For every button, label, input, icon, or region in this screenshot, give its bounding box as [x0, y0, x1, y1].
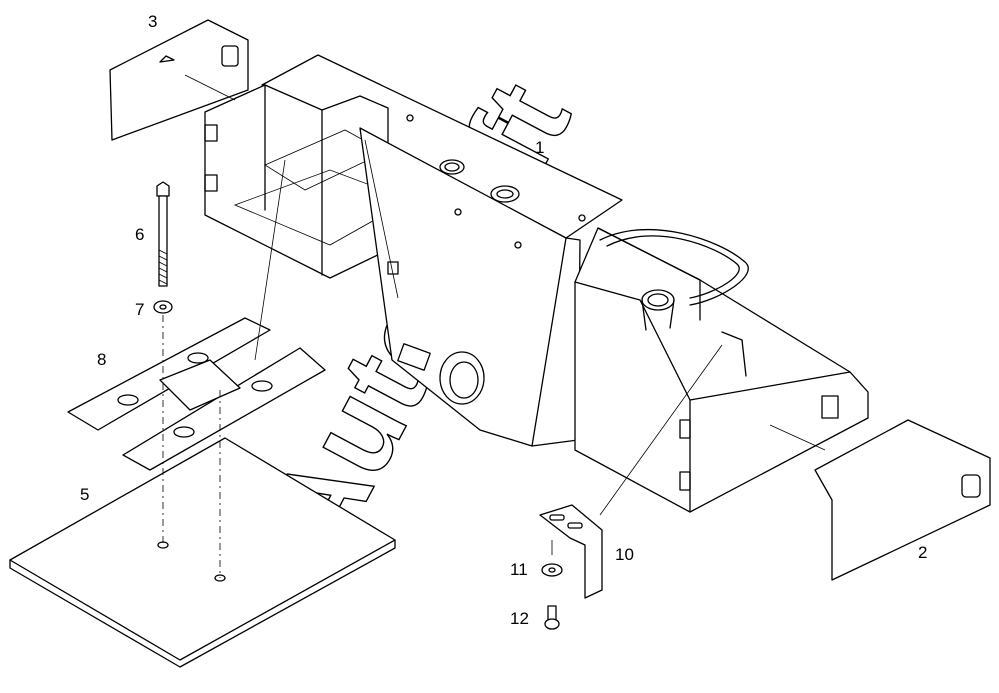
- callout-2: 2: [918, 543, 927, 562]
- part-6-bolt: [156, 181, 170, 287]
- leader-lines: [162, 74, 826, 578]
- callout-11: 11: [510, 560, 528, 579]
- part-11-washer: [541, 563, 563, 577]
- callout-6: 6: [135, 225, 144, 244]
- part-12-screw: [544, 605, 560, 630]
- callout-10: 10: [615, 545, 634, 564]
- callout-5: 5: [80, 485, 89, 504]
- callout-12: 12: [510, 609, 529, 628]
- part-5-base-plate: [9, 437, 396, 668]
- callout-1: 1: [535, 138, 544, 157]
- part-10-bracket: [539, 504, 603, 599]
- callout-3: 3: [148, 12, 157, 31]
- callout-8: 8: [97, 350, 106, 369]
- part-1-main-housing: [204, 54, 869, 513]
- part-8-skid-frame: [67, 317, 326, 471]
- part-2-cover-plate: [814, 419, 991, 581]
- part-3-cover-plate: [109, 19, 249, 141]
- part-7-washer: [153, 300, 173, 314]
- callout-7: 7: [135, 300, 144, 319]
